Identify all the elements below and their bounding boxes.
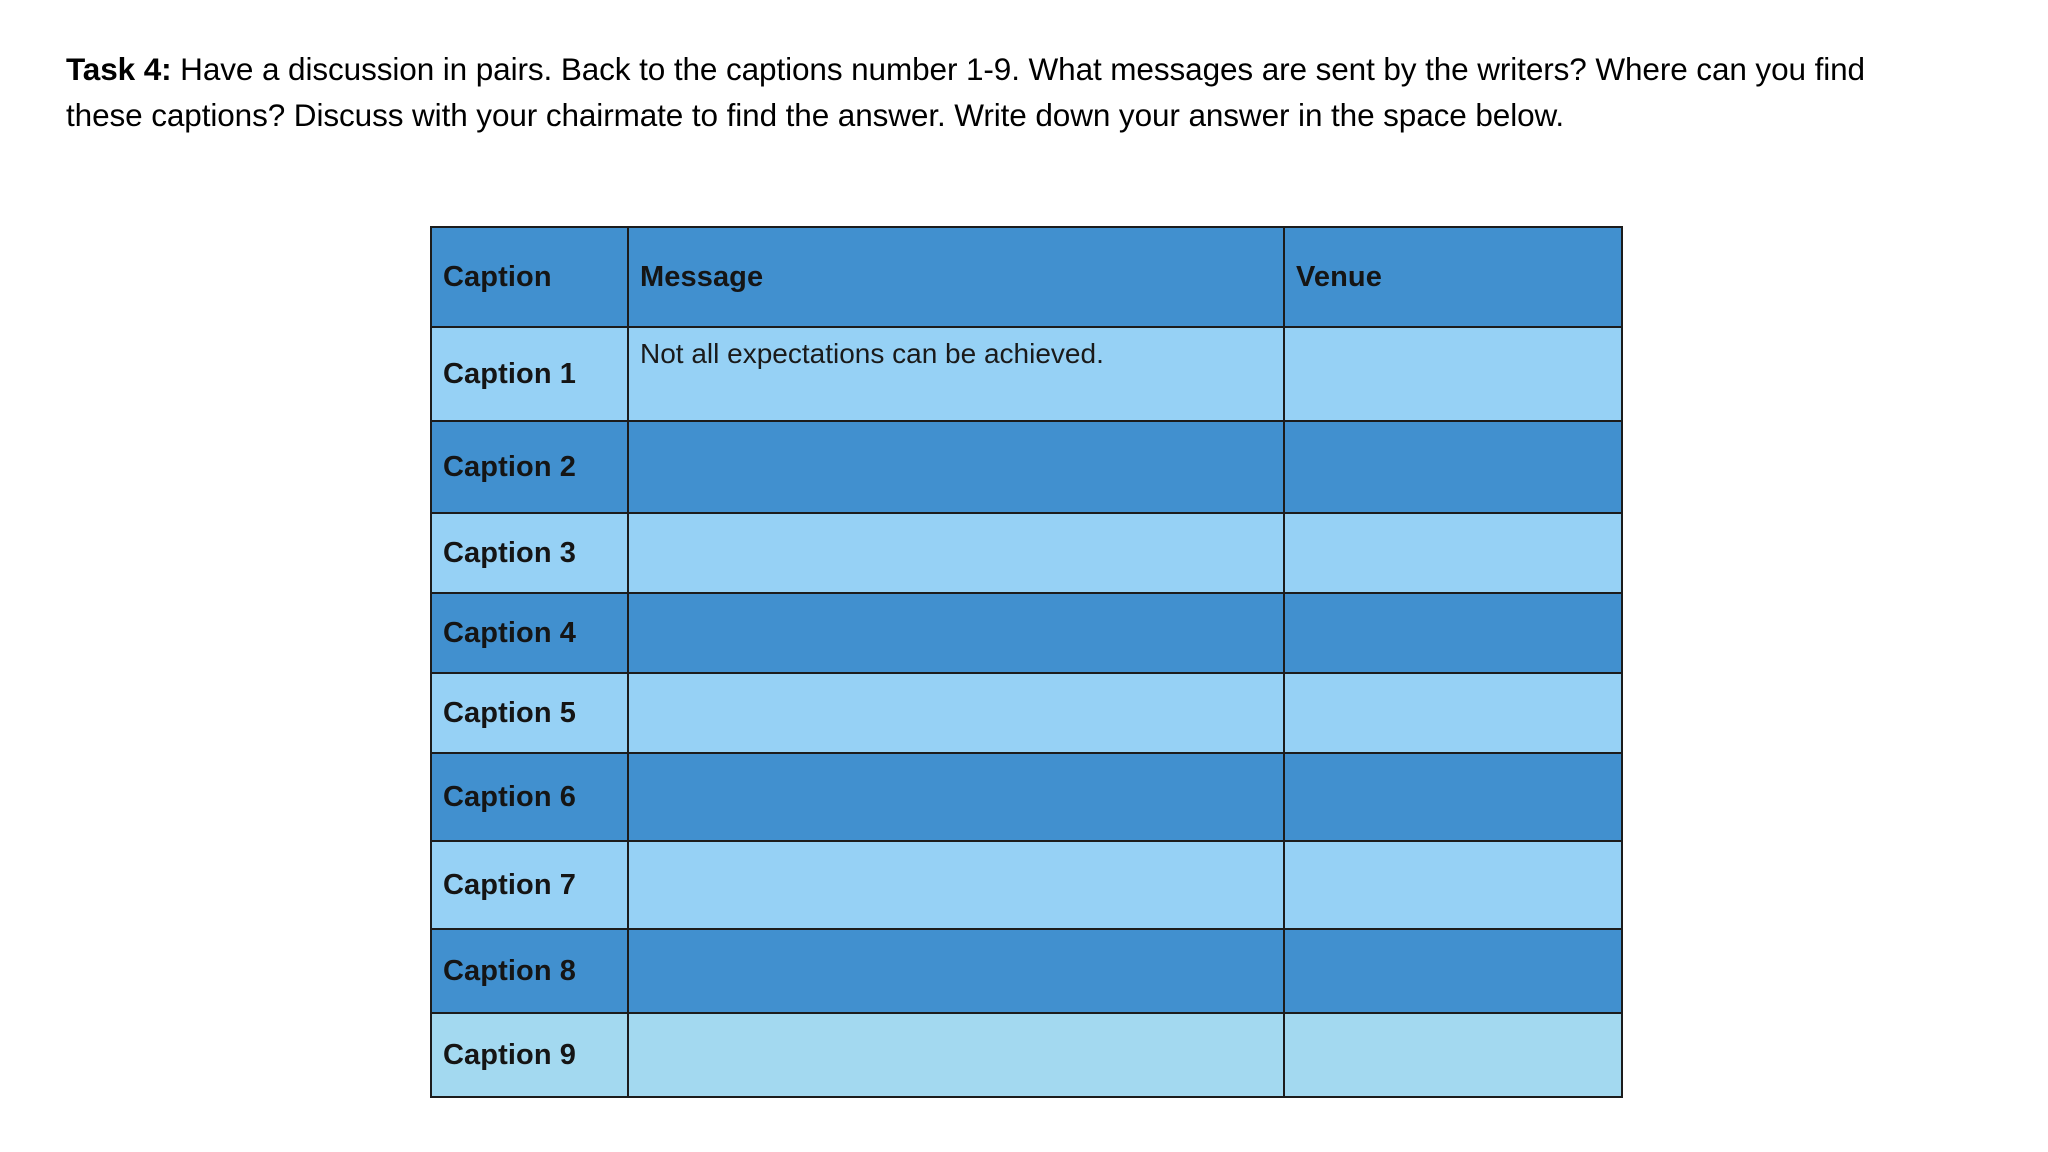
venue-cell[interactable] bbox=[1283, 420, 1623, 514]
task-instruction-body: Have a discussion in pairs. Back to the … bbox=[66, 51, 1865, 133]
table-header-row: Caption Message Venue bbox=[430, 226, 1623, 328]
table-row: Caption 8 bbox=[430, 928, 1623, 1014]
caption-cell: Caption 1 bbox=[430, 326, 629, 422]
message-cell[interactable] bbox=[627, 840, 1285, 930]
message-cell[interactable] bbox=[627, 928, 1285, 1014]
venue-cell[interactable] bbox=[1283, 928, 1623, 1014]
venue-cell[interactable] bbox=[1283, 512, 1623, 594]
table-row: Caption 6 bbox=[430, 752, 1623, 842]
table-row: Caption 1 Not all expectations can be ac… bbox=[430, 326, 1623, 422]
venue-cell[interactable] bbox=[1283, 840, 1623, 930]
message-cell[interactable] bbox=[627, 512, 1285, 594]
table-row: Caption 7 bbox=[430, 840, 1623, 930]
task-label: Task 4: bbox=[66, 51, 172, 87]
caption-cell: Caption 9 bbox=[430, 1012, 629, 1098]
caption-cell: Caption 6 bbox=[430, 752, 629, 842]
venue-cell[interactable] bbox=[1283, 592, 1623, 674]
caption-cell: Caption 8 bbox=[430, 928, 629, 1014]
venue-cell[interactable] bbox=[1283, 672, 1623, 754]
message-cell[interactable] bbox=[627, 1012, 1285, 1098]
caption-cell: Caption 5 bbox=[430, 672, 629, 754]
table-row: Caption 9 bbox=[430, 1012, 1623, 1098]
column-header-message: Message bbox=[627, 226, 1285, 328]
table-header: Caption Message Venue bbox=[430, 226, 1623, 328]
caption-cell: Caption 4 bbox=[430, 592, 629, 674]
column-header-caption: Caption bbox=[430, 226, 629, 328]
table-row: Caption 4 bbox=[430, 592, 1623, 674]
table-row: Caption 3 bbox=[430, 512, 1623, 594]
caption-cell: Caption 7 bbox=[430, 840, 629, 930]
message-cell[interactable] bbox=[627, 752, 1285, 842]
caption-cell: Caption 2 bbox=[430, 420, 629, 514]
caption-cell: Caption 3 bbox=[430, 512, 629, 594]
message-cell[interactable] bbox=[627, 420, 1285, 514]
table-row: Caption 2 bbox=[430, 420, 1623, 514]
message-cell[interactable]: Not all expectations can be achieved. bbox=[627, 326, 1285, 422]
venue-cell[interactable] bbox=[1283, 752, 1623, 842]
message-cell[interactable] bbox=[627, 672, 1285, 754]
table-row: Caption 5 bbox=[430, 672, 1623, 754]
message-cell[interactable] bbox=[627, 592, 1285, 674]
table-body: Caption 1 Not all expectations can be ac… bbox=[430, 326, 1623, 1098]
column-header-venue: Venue bbox=[1283, 226, 1623, 328]
venue-cell[interactable] bbox=[1283, 1012, 1623, 1098]
caption-message-venue-table: Caption Message Venue Caption 1 Not all … bbox=[430, 226, 1623, 1098]
task-instruction: Task 4: Have a discussion in pairs. Back… bbox=[66, 46, 1906, 138]
venue-cell[interactable] bbox=[1283, 326, 1623, 422]
